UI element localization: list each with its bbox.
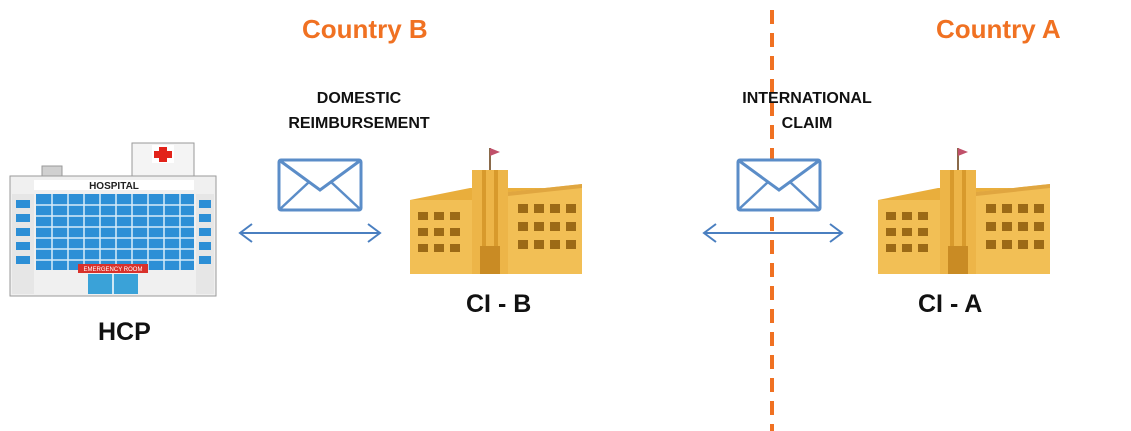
domestic-reimbursement-label: DOMESTIC REIMBURSEMENT — [270, 86, 448, 136]
international-label-line2: CLAIM — [781, 115, 833, 132]
ci-a-building-icon — [877, 147, 1051, 275]
international-envelope-icon — [736, 158, 822, 212]
domestic-double-arrow — [238, 223, 382, 243]
hospital-sign: HOSPITAL — [89, 181, 139, 192]
ci-b-building-icon — [409, 147, 583, 275]
hospital-icon: HOSPITAL EME — [9, 142, 217, 297]
domestic-label-line2: REIMBURSEMENT — [288, 115, 430, 132]
international-label-line1: INTERNATIONAL — [742, 90, 872, 107]
domestic-label-line1: DOMESTIC — [316, 90, 402, 107]
international-claim-label: INTERNATIONAL CLAIM — [722, 86, 892, 136]
hcp-label: HCP — [98, 318, 151, 346]
international-double-arrow — [702, 223, 844, 243]
ci-b-label: CI - B — [466, 290, 532, 318]
ci-a-label: CI - A — [918, 290, 983, 318]
country-a-heading: Country A — [936, 14, 1061, 44]
emergency-room-sign: EMERGENCY ROOM — [84, 267, 143, 273]
domestic-envelope-icon — [277, 158, 363, 212]
country-b-heading: Country B — [302, 14, 428, 44]
